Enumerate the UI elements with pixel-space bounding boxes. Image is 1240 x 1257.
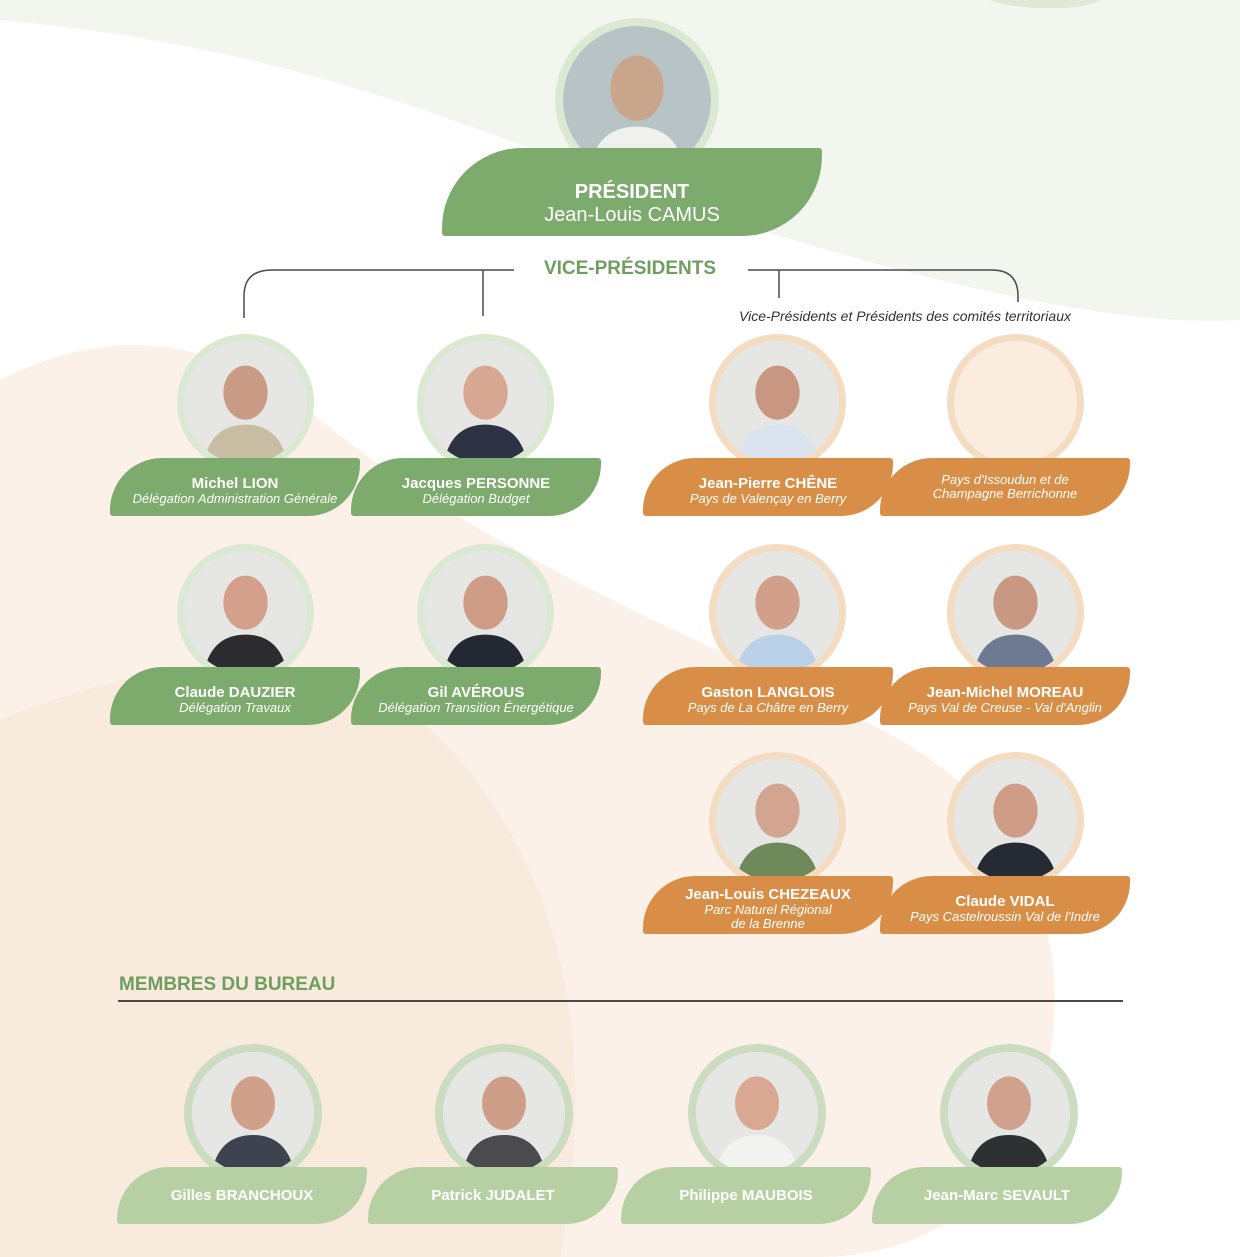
bureau-photo-jean-marc-sevault xyxy=(940,1044,1078,1182)
vp-role-line1: Pays d'Issoudun et de xyxy=(941,472,1069,487)
president-title: PRÉSIDENT xyxy=(574,180,690,203)
person-silhouette-icon xyxy=(192,1052,314,1174)
vp-label-claude-dauzier: Claude DAUZIER Délégation Travaux xyxy=(110,667,360,725)
bureau-photo-philippe-maubois xyxy=(688,1044,826,1182)
person-silhouette-icon xyxy=(948,1052,1070,1174)
vp-name: Gaston LANGLOIS xyxy=(701,683,835,701)
vp-role-line1: Parc Naturel Régional xyxy=(704,901,832,917)
vp-role: Délégation Travaux xyxy=(179,699,291,715)
vp-name: Michel LION xyxy=(191,474,279,492)
vp-label-jacques-personne: Jacques PERSONNE Délégation Budget xyxy=(351,458,601,516)
tvp-label-gaston-langlois: Gaston LANGLOIS Pays de La Châtre en Ber… xyxy=(643,667,893,725)
tvp-photo-jean-louis-chezeaux xyxy=(709,752,846,889)
person-silhouette-icon xyxy=(716,759,839,882)
bureau-divider xyxy=(118,1000,1123,1002)
vp-role-line2: de la Brenne xyxy=(731,915,805,931)
president-label: PRÉSIDENT Jean-Louis CAMUS xyxy=(442,148,822,236)
tvp-label-jean-pierre-chene: Jean-Pierre CHÊNE Pays de Valençay en Be… xyxy=(643,458,893,516)
bureau-member-name: Philippe MAUBOIS xyxy=(679,1187,813,1204)
vp-photo-claude-dauzier xyxy=(177,544,314,681)
tvp-photo-gaston-langlois xyxy=(709,544,846,681)
vp-role: Délégation Administration Générale xyxy=(132,490,338,506)
person-silhouette-icon xyxy=(954,759,1077,882)
vp-role-line2: Champagne Berrichonne xyxy=(932,486,1078,501)
person-silhouette-icon xyxy=(443,1052,565,1174)
tvp-label-claude-vidal: Claude VIDAL Pays Castelroussin Val de l… xyxy=(880,876,1130,934)
person-silhouette-icon xyxy=(424,551,547,674)
bureau-label-jean-marc-sevault: Jean-Marc SEVAULT xyxy=(872,1167,1122,1224)
tvp-photo-jean-pierre-chene xyxy=(709,334,846,471)
tvp-photo-claude-vidal xyxy=(947,752,1084,889)
vp-role: Pays Castelroussin Val de l'Indre xyxy=(910,908,1100,924)
vp-name: Jacques PERSONNE xyxy=(401,474,551,492)
person-silhouette-icon xyxy=(954,551,1077,674)
background-peach-curve xyxy=(0,664,576,1257)
bureau-label-philippe-maubois: Philippe MAUBOIS xyxy=(621,1167,871,1224)
connector-left xyxy=(243,269,514,318)
vp-name: Gil AVÉROUS xyxy=(427,683,525,701)
bureau-member-name: Jean-Marc SEVAULT xyxy=(923,1187,1071,1204)
vp-name: Jean-Louis CHEZEAUX xyxy=(685,885,851,903)
vp-role: Délégation Budget xyxy=(422,490,530,506)
vice-presidents-heading: VICE-PRÉSIDENTS xyxy=(543,258,717,279)
bureau-label-gilles-branchoux: Gilles BRANCHOUX xyxy=(117,1167,367,1224)
vp-name: Claude DAUZIER xyxy=(174,683,296,701)
person-silhouette-icon xyxy=(184,551,307,674)
bureau-member-name: Patrick JUDALET xyxy=(431,1187,555,1204)
vp-role: Délégation Transition Énergétique xyxy=(378,699,574,715)
vp-name: Jean-Michel MOREAU xyxy=(926,683,1084,701)
person-silhouette-icon xyxy=(424,341,547,464)
bureau-photo-patrick-judalet xyxy=(435,1044,573,1182)
president-name: Jean-Louis CAMUS xyxy=(544,203,720,226)
vp-role: Pays de Valençay en Berry xyxy=(689,490,847,506)
tvp-label-jean-louis-chezeaux: Jean-Louis CHEZEAUX Parc Naturel Régiona… xyxy=(643,876,893,934)
tvp-photo-jean-michel-moreau xyxy=(947,544,1084,681)
person-silhouette-icon xyxy=(716,551,839,674)
vp-role: Pays de La Châtre en Berry xyxy=(687,699,849,715)
vp-label-michel-lion: Michel LION Délégation Administration Gé… xyxy=(110,458,360,516)
person-silhouette-icon xyxy=(696,1052,818,1174)
person-silhouette-icon xyxy=(184,341,307,464)
person-silhouette-icon xyxy=(716,341,839,464)
vp-photo-gil-averous xyxy=(417,544,554,681)
tvp-label-jean-michel-moreau: Jean-Michel MOREAU Pays Val de Creuse - … xyxy=(880,667,1130,725)
vp-role: Pays Val de Creuse - Val d'Anglin xyxy=(908,699,1102,715)
bureau-photo-gilles-branchoux xyxy=(184,1044,322,1182)
territorial-heading: Vice-Présidents et Présidents des comité… xyxy=(739,308,1071,324)
tvp-photo-empty xyxy=(947,334,1084,471)
background-green-blob xyxy=(990,0,1100,9)
bureau-label-patrick-judalet: Patrick JUDALET xyxy=(368,1167,618,1224)
vp-name: Claude VIDAL xyxy=(955,892,1055,910)
vp-photo-jacques-personne xyxy=(417,334,554,471)
vp-label-gil-averous: Gil AVÉROUS Délégation Transition Énergé… xyxy=(351,667,601,725)
bureau-heading: MEMBRES DU BUREAU xyxy=(119,974,336,995)
connector-right xyxy=(748,269,1019,302)
tvp-label-pays-issoudun: Pays d'Issoudun et de Champagne Berricho… xyxy=(880,458,1130,516)
vp-name: Jean-Pierre CHÊNE xyxy=(698,474,838,492)
bureau-member-name: Gilles BRANCHOUX xyxy=(170,1187,314,1204)
vp-photo-michel-lion xyxy=(177,334,314,471)
